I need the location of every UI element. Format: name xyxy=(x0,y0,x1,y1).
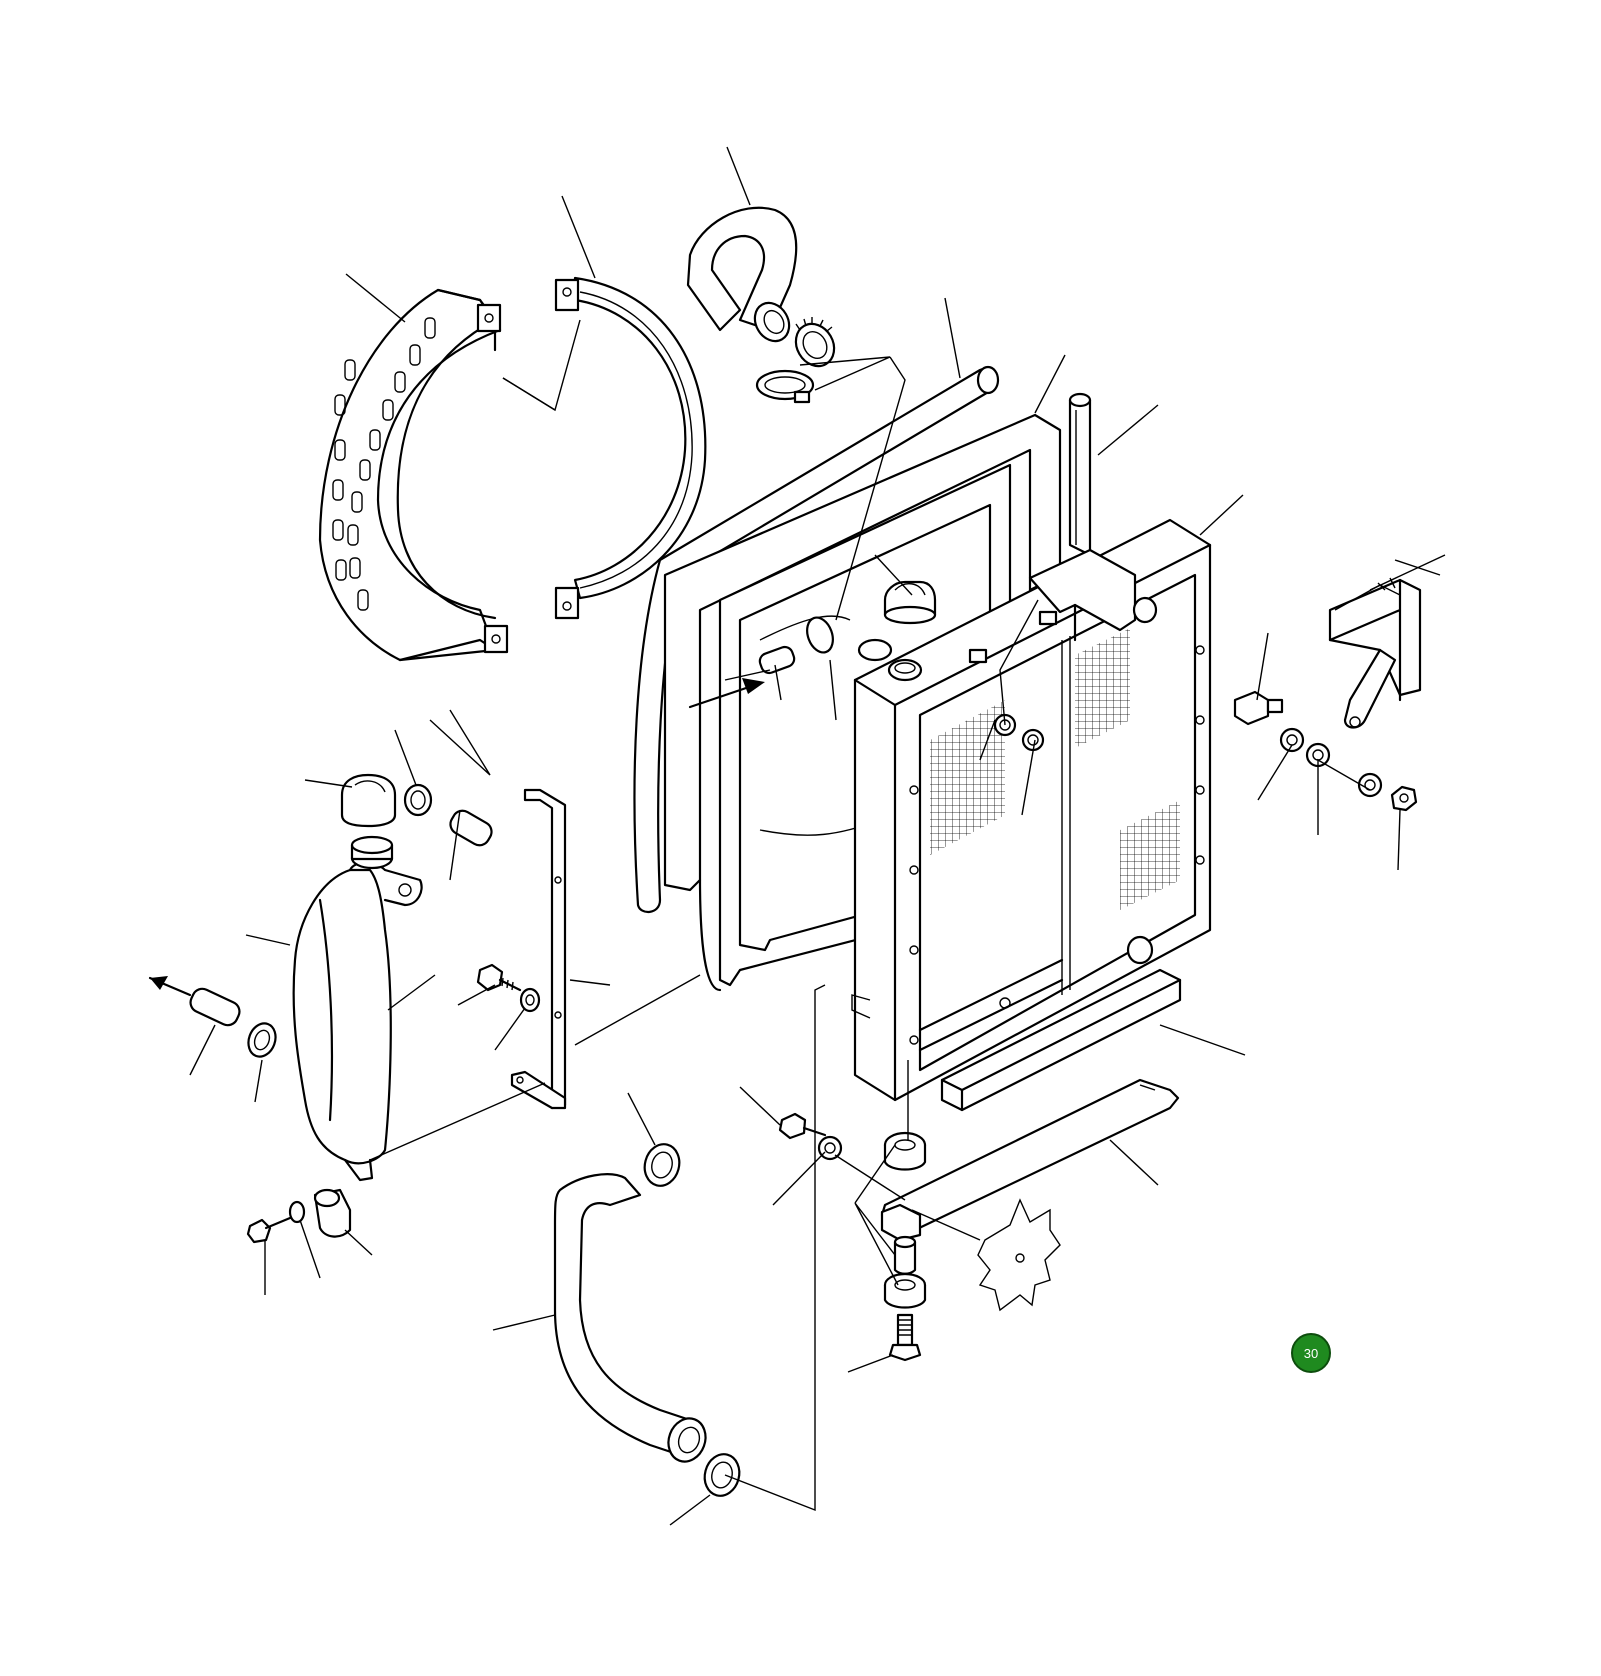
rubber-mount xyxy=(883,1131,927,1171)
upper-hose xyxy=(686,206,798,343)
bolt xyxy=(888,1313,922,1362)
spacer xyxy=(758,645,796,675)
radiator-core xyxy=(853,518,1212,1102)
spacer xyxy=(449,809,493,847)
hose-clamp xyxy=(806,616,834,654)
mounting-plate xyxy=(1328,578,1422,729)
washer xyxy=(288,1200,306,1224)
page-number-badge[interactable]: 30 xyxy=(1291,1333,1331,1373)
hose-clamp xyxy=(794,317,836,368)
tank-cap xyxy=(340,773,397,828)
washer xyxy=(1305,742,1331,768)
spacer xyxy=(189,987,241,1027)
radiator-cap xyxy=(883,580,937,625)
arrow-icon xyxy=(742,678,765,694)
bolt xyxy=(778,1112,827,1140)
bolt xyxy=(476,963,522,992)
nut xyxy=(1233,690,1284,726)
nut xyxy=(1390,785,1418,812)
mounting-plate xyxy=(880,1078,1180,1242)
mounting-bracket xyxy=(510,788,567,1110)
rubber-mount xyxy=(883,1272,927,1309)
seal-strip xyxy=(633,365,1000,913)
hose-clamp xyxy=(643,1143,681,1187)
washer xyxy=(1279,727,1305,753)
detail-view xyxy=(977,1198,1061,1312)
hose-clamp xyxy=(247,1022,277,1058)
spacer xyxy=(893,1235,917,1275)
washer xyxy=(519,987,541,1013)
arrow-icon xyxy=(150,976,168,990)
lower-hose xyxy=(553,1173,707,1463)
support-bar xyxy=(940,968,1182,1112)
leader-lines xyxy=(189,146,1446,1526)
page-number-label: 30 xyxy=(1303,1345,1319,1361)
side-seal xyxy=(1068,392,1092,557)
washer xyxy=(1357,772,1383,798)
expansion-tank xyxy=(292,835,423,1182)
hose-clamp xyxy=(403,783,433,817)
spacer xyxy=(313,1188,352,1238)
fan-ring xyxy=(554,276,707,620)
fan-shroud xyxy=(318,288,509,662)
hose-clamp xyxy=(703,1453,741,1497)
bolt xyxy=(246,1216,292,1244)
hose-clamp xyxy=(755,369,815,404)
direction-line xyxy=(688,683,757,709)
